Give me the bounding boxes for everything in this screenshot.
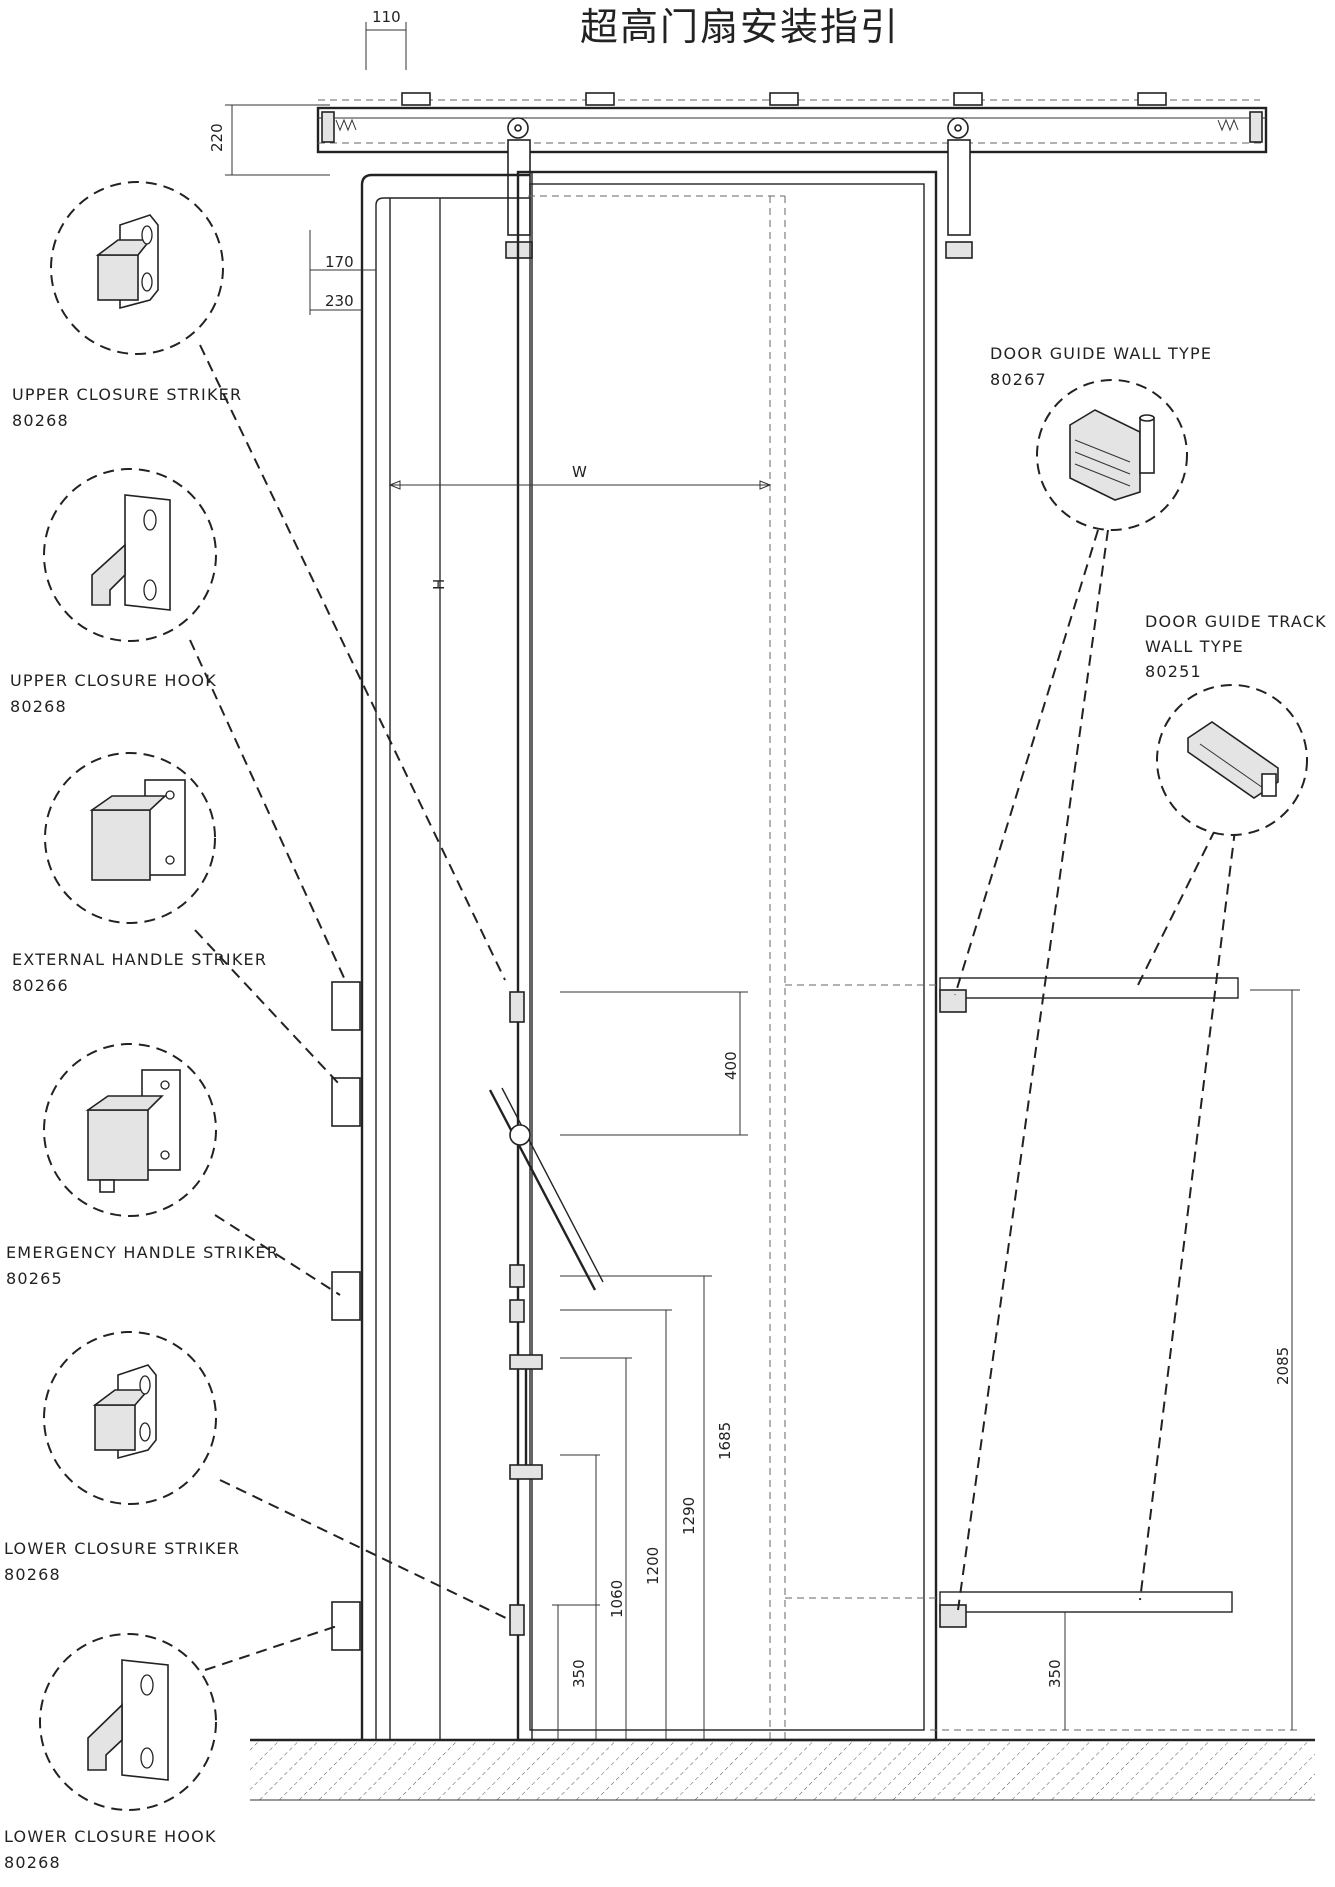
door-guide-wall-type-code: 80267 — [990, 370, 1047, 389]
upper-closure-hook-code: 80268 — [10, 697, 67, 716]
dim-2085: 2085 — [1250, 989, 1300, 1730]
frame-strikers — [331, 981, 361, 1651]
door-guide-track-line1: DOOR GUIDE TRACK — [1145, 612, 1327, 631]
dim-220: 220 — [208, 104, 330, 176]
label-upper-closure-hook: UPPER CLOSURE HOOK 80268 — [10, 671, 217, 716]
door-hardware — [488, 991, 604, 1636]
dim-350-right-label: 350 — [1046, 1659, 1064, 1688]
upper-closure-hook-name: UPPER CLOSURE HOOK — [10, 671, 217, 690]
lower-closure-hook-name: LOWER CLOSURE HOOK — [4, 1827, 217, 1846]
emergency-handle-striker-code: 80265 — [6, 1269, 63, 1288]
dim-1290-label: 1290 — [680, 1497, 698, 1535]
dim-170-label: 170 — [325, 253, 354, 271]
label-door-guide-track-wall-type: DOOR GUIDE TRACK WALL TYPE 80251 — [1145, 612, 1327, 681]
dim-1060-label: 1060 — [608, 1580, 626, 1618]
door-guide-track-code: 80251 — [1145, 662, 1202, 681]
top-rail — [316, 92, 1268, 259]
dim-w-label: W — [572, 463, 587, 481]
lower-closure-striker-name: LOWER CLOSURE STRIKER — [4, 1539, 240, 1558]
external-handle-striker-name: EXTERNAL HANDLE STRIKER — [12, 950, 267, 969]
door-frame — [360, 173, 530, 1740]
dim-400-label: 400 — [722, 1051, 740, 1080]
dim-350-left-label: 350 — [570, 1659, 588, 1688]
dim-w: W — [388, 463, 772, 490]
label-upper-closure-striker: UPPER CLOSURE STRIKER 80268 — [12, 385, 242, 430]
dim-110-label: 110 — [372, 8, 401, 26]
door-guide-track-line2: WALL TYPE — [1145, 637, 1244, 656]
detail-lower-closure-striker — [43, 1331, 217, 1505]
drawing-title: 超高门扇安装指引 — [580, 5, 900, 49]
dim-110: 110 — [365, 8, 407, 70]
detail-lower-closure-hook — [39, 1633, 217, 1811]
upper-closure-striker-name: UPPER CLOSURE STRIKER — [12, 385, 242, 404]
dim-220-label: 220 — [208, 123, 226, 152]
door-leaf-front — [516, 170, 938, 1742]
door-leaf-back — [528, 195, 786, 1740]
dim-h: H — [430, 198, 448, 1740]
label-lower-closure-striker: LOWER CLOSURE STRIKER 80268 — [4, 1539, 240, 1584]
label-external-handle-striker: EXTERNAL HANDLE STRIKER 80266 — [12, 950, 267, 995]
dim-350-right: 350 — [1046, 1612, 1066, 1730]
floor — [250, 1738, 1315, 1801]
guide-tracks — [785, 977, 1300, 1731]
emergency-handle-striker-name: EMERGENCY HANDLE STRIKER — [6, 1243, 279, 1262]
detail-upper-closure-striker — [50, 181, 224, 355]
dim-h-label: H — [430, 579, 448, 590]
lower-closure-striker-code: 80268 — [4, 1565, 61, 1584]
detail-external-handle-striker — [44, 752, 216, 924]
lower-closure-hook-code: 80268 — [4, 1853, 61, 1872]
dim-230-label: 230 — [325, 292, 354, 310]
door-guide-wall-type-name: DOOR GUIDE WALL TYPE — [990, 344, 1212, 363]
detail-upper-closure-hook — [43, 468, 217, 642]
detail-emergency-handle-striker — [43, 1043, 217, 1217]
detail-door-guide-wall-type — [1036, 379, 1188, 531]
label-emergency-handle-striker: EMERGENCY HANDLE STRIKER 80265 — [6, 1243, 279, 1288]
height-dimensions: 400 1685 1290 1200 1060 350 — [552, 991, 748, 1740]
dim-170-230: 170 230 — [309, 230, 376, 315]
label-lower-closure-hook: LOWER CLOSURE HOOK 80268 — [4, 1827, 217, 1872]
dim-2085-label: 2085 — [1274, 1347, 1292, 1385]
dim-1200-label: 1200 — [644, 1547, 662, 1585]
upper-closure-striker-code: 80268 — [12, 411, 69, 430]
external-handle-striker-code: 80266 — [12, 976, 69, 995]
dim-1685-label: 1685 — [716, 1422, 734, 1460]
label-door-guide-wall-type: DOOR GUIDE WALL TYPE 80267 — [990, 344, 1212, 389]
leader-lines — [189, 344, 1236, 1671]
detail-door-guide-track-wall-type — [1156, 684, 1308, 836]
